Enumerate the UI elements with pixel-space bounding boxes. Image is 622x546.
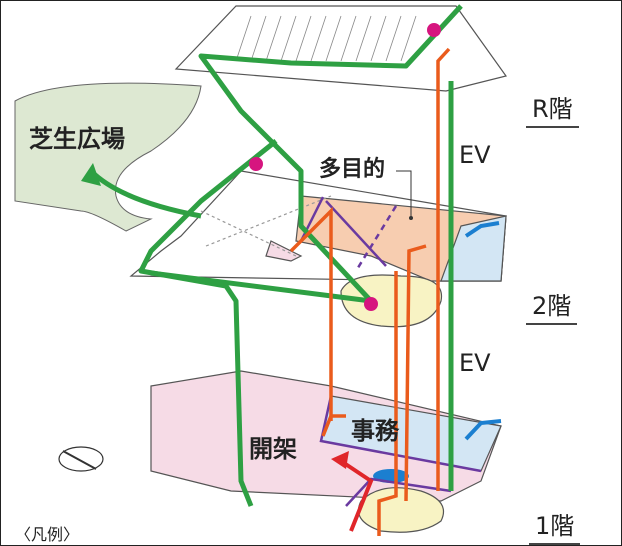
lawn-plaza-area xyxy=(14,82,202,232)
green-route xyxy=(89,4,463,507)
ev-lower-label: EV xyxy=(459,349,491,377)
red-route xyxy=(339,459,374,532)
blue-entry-arrows xyxy=(464,221,502,441)
node-dot xyxy=(249,157,263,171)
node-dot xyxy=(364,297,378,311)
red-arrowhead xyxy=(331,451,349,469)
ev-upper-label: EV xyxy=(459,141,491,169)
open-stacks-label: 開架 xyxy=(249,435,297,463)
floor-label-1f: 1階 xyxy=(529,506,581,545)
floor-label-2f: 2階 xyxy=(526,286,578,325)
multipurpose-label: 多目的 xyxy=(319,157,386,182)
multipurpose-leader xyxy=(396,170,412,216)
roof-floor-plan xyxy=(174,5,508,92)
lawn-plaza-label: 芝生広場 xyxy=(29,125,125,153)
lawn-arrowhead xyxy=(81,163,101,186)
node-dot xyxy=(427,23,441,37)
legend-label: 〈凡例〉 xyxy=(15,525,80,544)
office-label: 事務 xyxy=(351,417,399,445)
orange-route xyxy=(289,47,451,536)
floor-label-roof: R階 xyxy=(526,89,579,128)
compass-icon xyxy=(58,446,104,472)
